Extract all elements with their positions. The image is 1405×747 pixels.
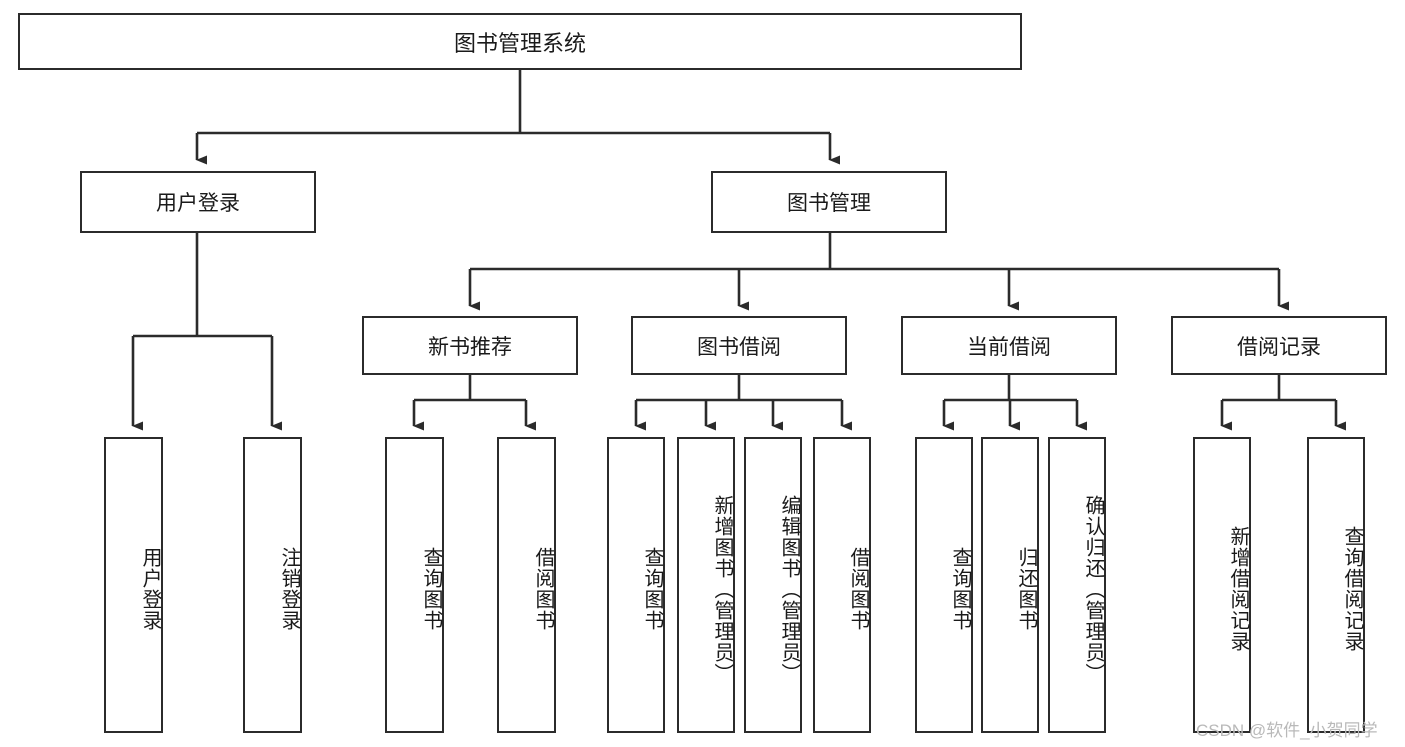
leaf-logout-login[interactable]: 注销登录 xyxy=(243,437,302,733)
leaf-query-book-recommend[interactable]: 查询图书 xyxy=(385,437,444,733)
node-book-management[interactable]: 图书管理 xyxy=(711,171,947,233)
node-label: 当前借阅 xyxy=(967,335,1051,359)
csdn-watermark: CSDN @软件_小贺同学 xyxy=(1196,721,1378,740)
node-label: 新增图书（管理员） xyxy=(711,494,733,684)
node-label: 查询图书 xyxy=(420,547,442,631)
node-label: 编辑图书（管理员） xyxy=(778,494,800,684)
node-label: 确认归还（管理员） xyxy=(1082,494,1104,684)
leaf-confirm-return-admin[interactable]: 确认归还（管理员） xyxy=(1048,437,1106,733)
node-label: 新增借阅记录 xyxy=(1227,526,1249,652)
node-label: 归还图书 xyxy=(1015,547,1037,631)
node-label: 查询图书 xyxy=(641,547,663,631)
node-label: 查询借阅记录 xyxy=(1341,526,1363,652)
node-new-book-recommend[interactable]: 新书推荐 xyxy=(362,316,578,375)
node-label: 注销登录 xyxy=(278,547,300,631)
node-user-login[interactable]: 用户登录 xyxy=(80,171,316,233)
leaf-query-book-borrow[interactable]: 查询图书 xyxy=(607,437,665,733)
leaf-add-book-admin[interactable]: 新增图书（管理员） xyxy=(677,437,735,733)
node-label: 图书借阅 xyxy=(697,335,781,359)
node-label: 用户登录 xyxy=(156,192,240,215)
leaf-user-login[interactable]: 用户登录 xyxy=(104,437,163,733)
node-label: 借阅图书 xyxy=(532,547,554,631)
node-book-borrow[interactable]: 图书借阅 xyxy=(631,316,847,375)
node-root-book-management-system[interactable]: 图书管理系统 xyxy=(18,13,1022,70)
node-label: 用户登录 xyxy=(139,547,161,631)
leaf-query-borrow-record[interactable]: 查询借阅记录 xyxy=(1307,437,1365,733)
node-label: 图书管理系统 xyxy=(453,30,586,56)
leaf-return-book[interactable]: 归还图书 xyxy=(981,437,1039,733)
node-label: 查询图书 xyxy=(949,547,971,631)
node-label: 图书管理 xyxy=(787,192,871,215)
leaf-edit-book-admin[interactable]: 编辑图书（管理员） xyxy=(744,437,802,733)
node-borrow-record[interactable]: 借阅记录 xyxy=(1171,316,1387,375)
leaf-borrow-book-recommend[interactable]: 借阅图书 xyxy=(497,437,556,733)
leaf-borrow-book[interactable]: 借阅图书 xyxy=(813,437,871,733)
node-label: 新书推荐 xyxy=(428,335,512,359)
leaf-query-book-current[interactable]: 查询图书 xyxy=(915,437,973,733)
node-current-borrow[interactable]: 当前借阅 xyxy=(901,316,1117,375)
node-label: 借阅图书 xyxy=(847,547,869,631)
node-label: 借阅记录 xyxy=(1237,335,1321,359)
leaf-add-borrow-record[interactable]: 新增借阅记录 xyxy=(1193,437,1251,733)
